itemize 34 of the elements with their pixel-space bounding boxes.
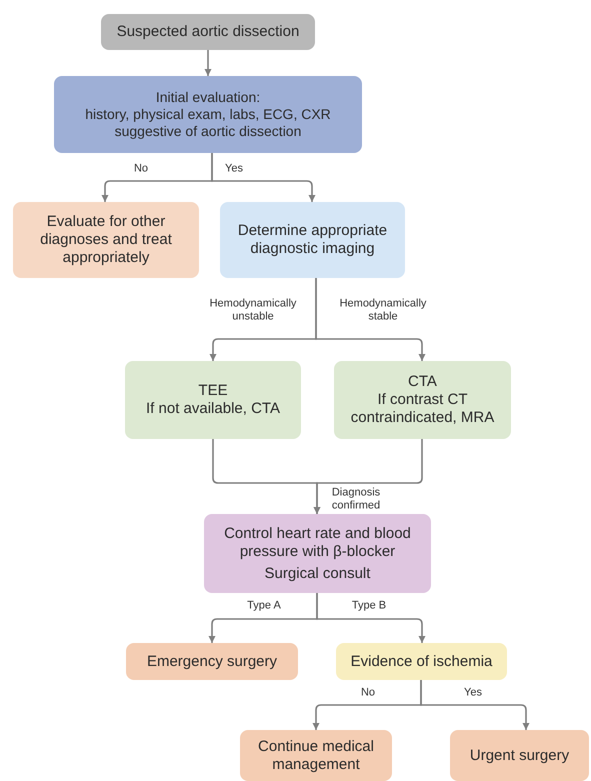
- edge-label: Type A: [246, 600, 282, 612]
- connector-arrow: [316, 593, 426, 643]
- node-text: Urgent surgery: [470, 746, 570, 764]
- connector-arrow: [315, 278, 426, 361]
- connector-arrow: [314, 439, 423, 514]
- node-text: If not available, CTA: [146, 400, 280, 418]
- process-box: [220, 202, 405, 278]
- node-text: Determine appropriate diagnostic imaging: [236, 222, 388, 258]
- node-heading: CTA: [408, 373, 437, 391]
- node-heading: TEE: [198, 382, 228, 400]
- outcome-box: [126, 643, 298, 680]
- node-text: Surgical consult: [264, 564, 370, 582]
- node-heading: Initial evaluation:: [156, 89, 260, 106]
- connector-arrow: [420, 680, 530, 730]
- process-box: [204, 514, 431, 593]
- connector-arrow: [211, 153, 316, 202]
- imaging-box: [334, 361, 511, 439]
- node-heading: Control heart rate and blood pressure with β-blocker: [223, 524, 412, 560]
- edge-label: Type B: [350, 600, 388, 612]
- decision-box: [336, 643, 507, 680]
- node-text: history, physical exam, labs, ECG, CXR suggestive of aortic dissection: [84, 106, 332, 140]
- outcome-box: [240, 730, 392, 781]
- node-text: Emergency surgery: [146, 652, 278, 670]
- node-text: Continue medical management: [257, 738, 375, 774]
- node-text: Suspected aortic dissection: [116, 23, 300, 41]
- outcome-box: [13, 202, 199, 278]
- connector-arrow: [204, 50, 212, 76]
- node-text: Evidence of ischemia: [350, 652, 492, 670]
- imaging-box: [125, 361, 301, 439]
- node-text: Evaluate for other diagnoses and treat appropriately: [39, 213, 173, 267]
- start-box: [101, 14, 315, 50]
- outcome-box: [450, 730, 589, 781]
- process-box: [54, 76, 362, 153]
- node-text: If contrast CT contraindicated, MRA: [350, 391, 496, 427]
